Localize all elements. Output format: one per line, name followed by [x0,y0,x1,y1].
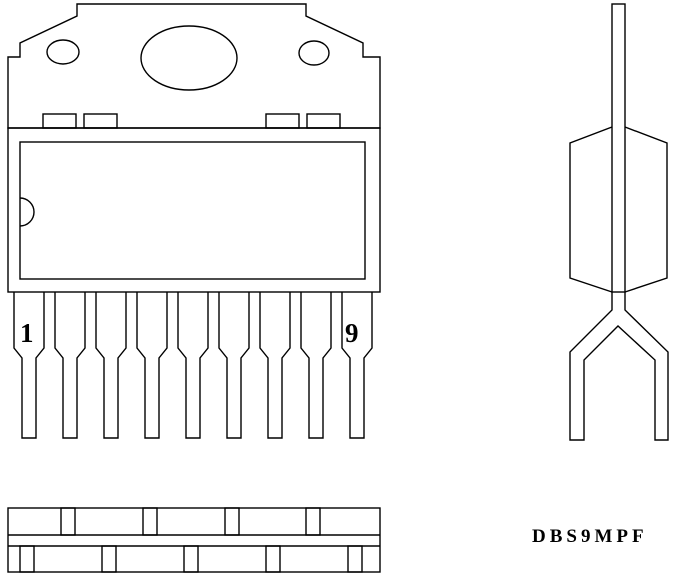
pin-9 [341,292,373,439]
pin-7 [259,292,291,439]
side-body-profile [569,126,613,293]
pin-3 [95,292,127,439]
pin-1 [13,292,45,439]
body-tab-1 [42,113,77,129]
pin-8 [300,292,332,439]
package-name-label: DBS9MPF [532,526,648,547]
body-tab-2 [83,113,118,129]
mounting-hole-left [46,39,80,65]
bottom-lower-pin-4 [265,545,281,573]
front-pins-group [13,292,373,439]
heatsink-tab-outline [7,3,381,129]
bottom-upper-pin-1 [60,507,76,536]
pin1-notch [19,197,35,227]
mounting-hole-center [140,25,238,91]
bottom-lower-pin-3 [183,545,199,573]
pin-4 [136,292,168,439]
bottom-view [7,507,381,573]
bottom-lower-pins-group [19,545,363,573]
body-tab-4 [306,113,341,129]
bottom-upper-pin-3 [224,507,240,536]
pin-2 [54,292,86,439]
bottom-upper-pin-4 [305,507,321,536]
pin-9-label: 9 [345,318,359,348]
side-view [569,3,669,441]
side-body-profile-right [624,126,668,293]
bottom-upper-pins-group [60,507,321,536]
pin-6 [218,292,250,439]
mounting-hole-right [298,40,330,66]
pin-5 [177,292,209,439]
side-heatsink-plate [611,3,626,293]
package-body-inner [19,141,366,280]
body-tab-3 [265,113,300,129]
package-body-outer [7,127,381,293]
front-view: 1 9 [7,3,381,439]
bottom-upper-pin-2 [142,507,158,536]
bottom-lower-pin-1 [19,545,35,573]
side-lead-outer [569,292,669,441]
pin-1-label: 1 [20,318,34,348]
bottom-view-outline [7,507,381,573]
bottom-lower-pin-2 [101,545,117,573]
bottom-lower-pin-5 [347,545,363,573]
